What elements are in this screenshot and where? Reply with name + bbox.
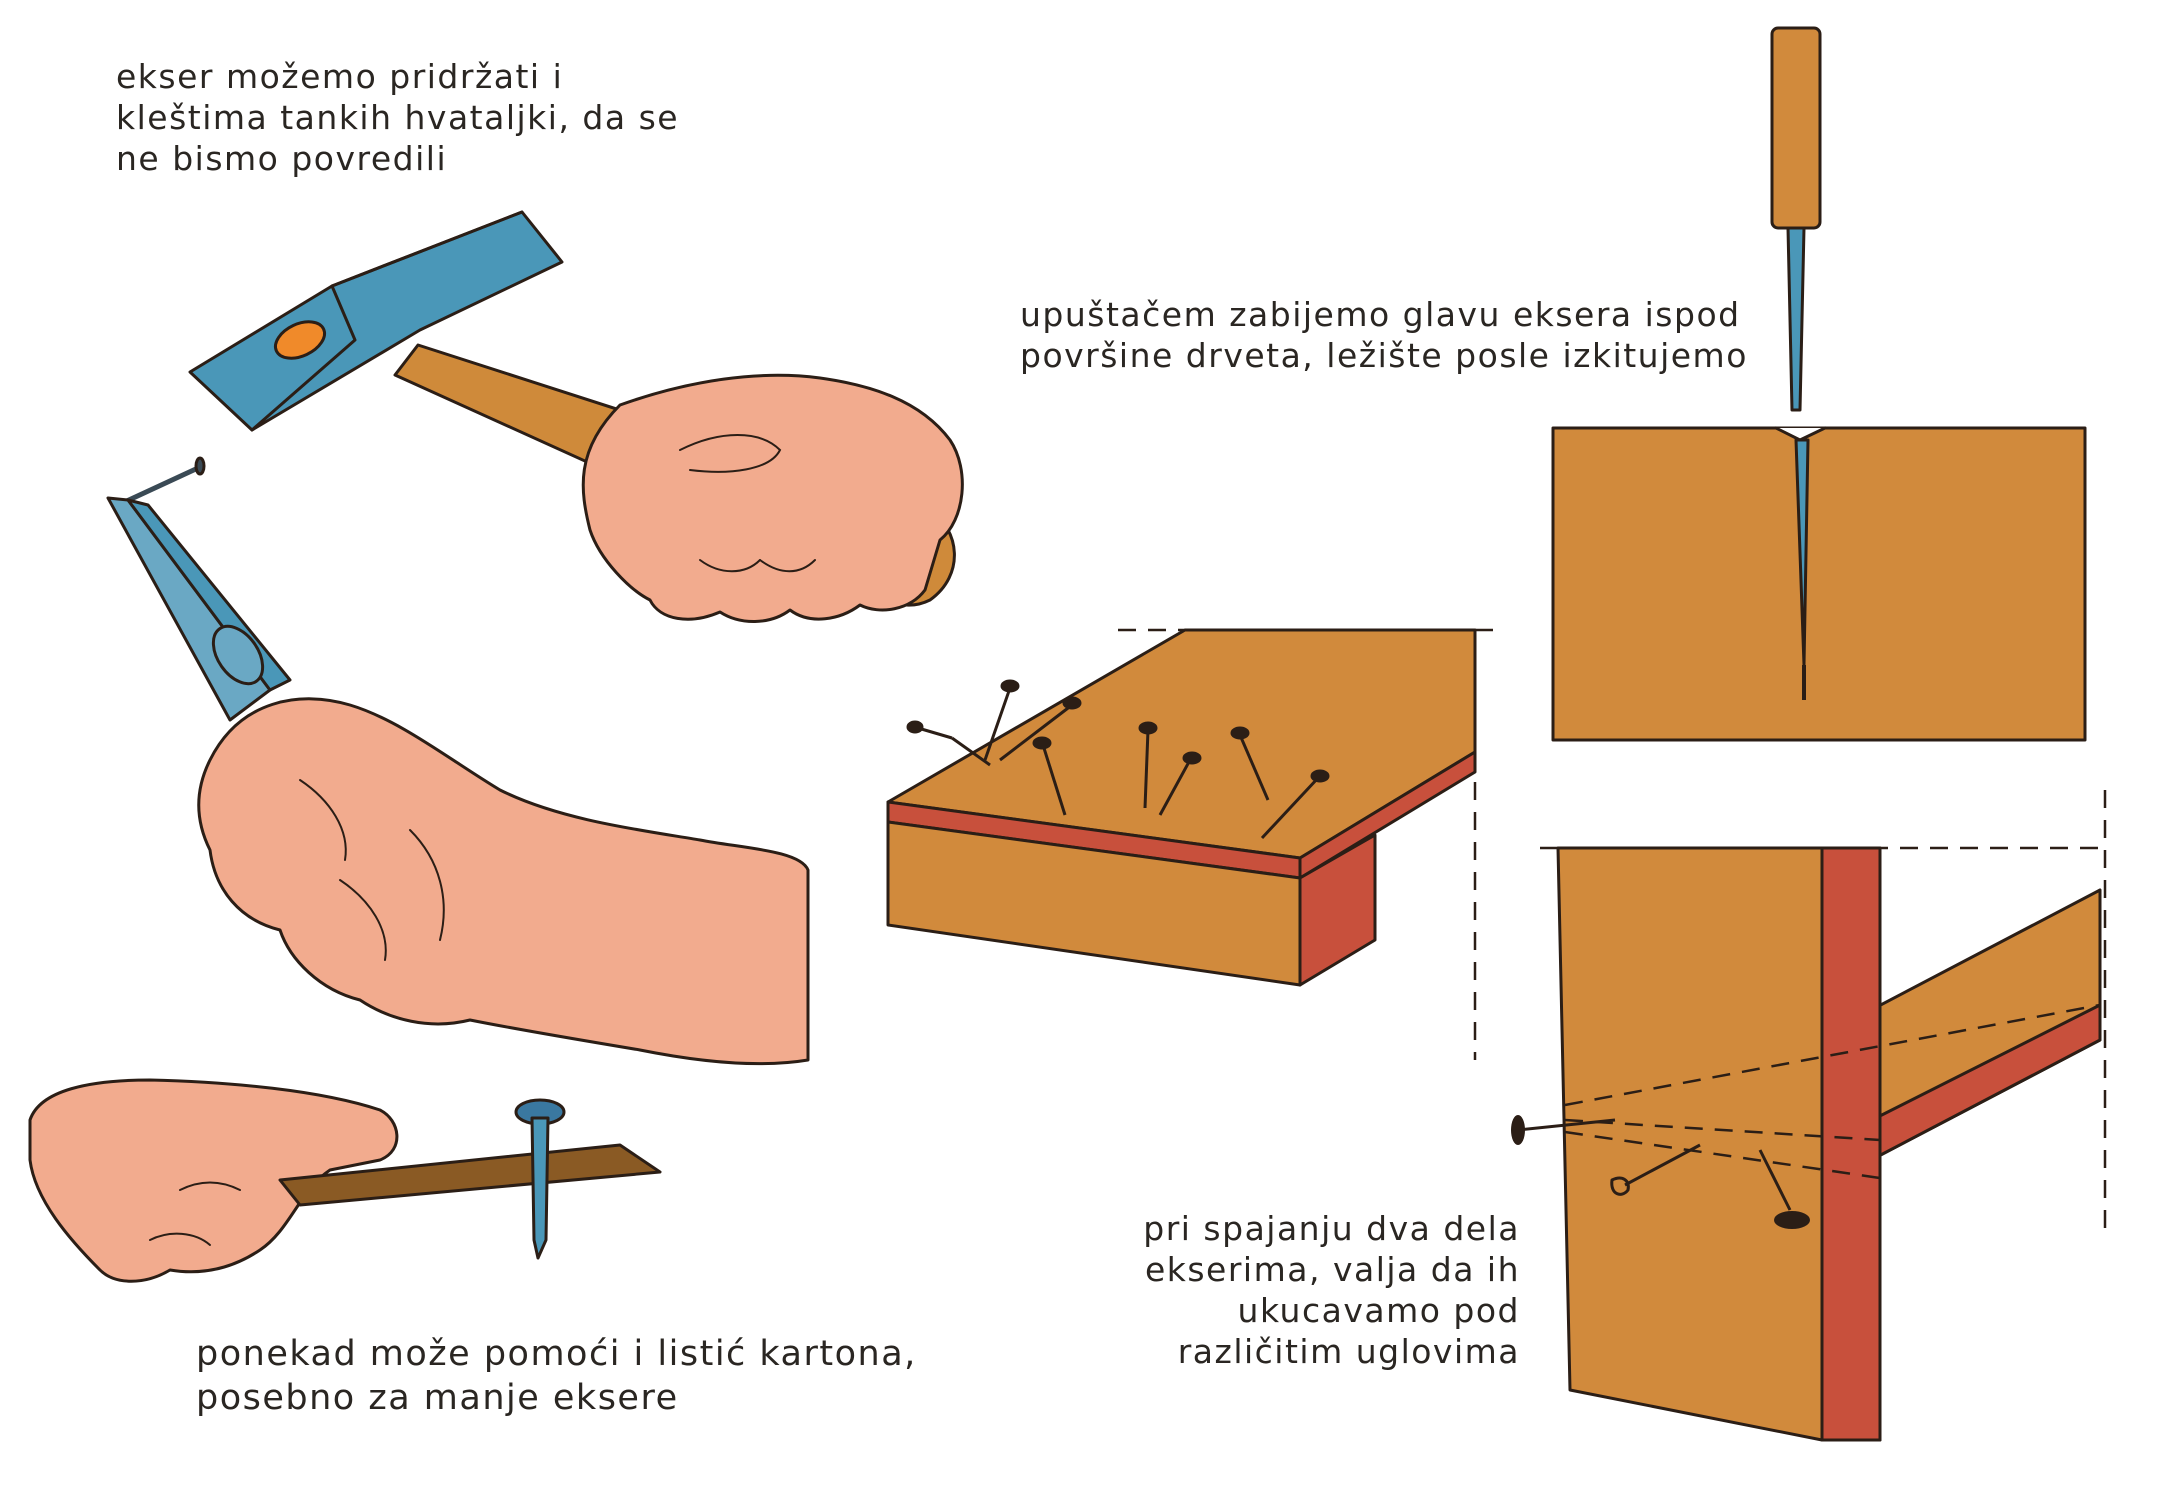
nail-through-card-icon <box>514 1098 566 1260</box>
caption-pliers: ekser možemo pridržati i kleštima tankih… <box>116 56 679 179</box>
caption-pliers-line: ne bismo povredili <box>116 139 448 178</box>
cardboard-strip <box>278 1143 662 1207</box>
caption-angles-line: ekserima, valja da ih <box>1144 1250 1520 1289</box>
hand-holding-pliers <box>197 697 810 1066</box>
caption-angles: pri spajanju dva dela ekserima, valja da… <box>1100 1208 1520 1372</box>
nail-punch-icon <box>1770 26 1822 412</box>
caption-card-line: ponekad može pomoći i listić kartona, <box>196 1334 917 1374</box>
hand-holding-hammer <box>581 373 964 623</box>
pliers-icon <box>106 496 292 722</box>
board-with-nails <box>886 628 1500 1060</box>
caption-punch: upuštačem zabijemo glavu eksera ispod po… <box>1020 294 1748 376</box>
t-joint-angled-nails <box>1511 790 2110 1442</box>
caption-angles-line: različitim uglovima <box>1177 1332 1520 1371</box>
caption-punch-line: površine drveta, ležište posle izkitujem… <box>1020 336 1748 375</box>
caption-card: ponekad može pomoći i listić kartona, po… <box>196 1332 917 1420</box>
caption-card-line: posebno za manje eksere <box>196 1378 679 1418</box>
caption-angles-line: ukucavamo pod <box>1237 1291 1520 1330</box>
caption-punch-line: upuštačem zabijemo glavu eksera ispod <box>1020 295 1741 334</box>
caption-pliers-line: ekser možemo pridržati i <box>116 57 564 96</box>
nail-icon <box>116 456 206 508</box>
wood-block-punched <box>1551 426 2087 742</box>
caption-pliers-line: kleštima tankih hvataljki, da se <box>116 98 680 137</box>
caption-angles-line: pri spajanju dva dela <box>1143 1209 1520 1248</box>
